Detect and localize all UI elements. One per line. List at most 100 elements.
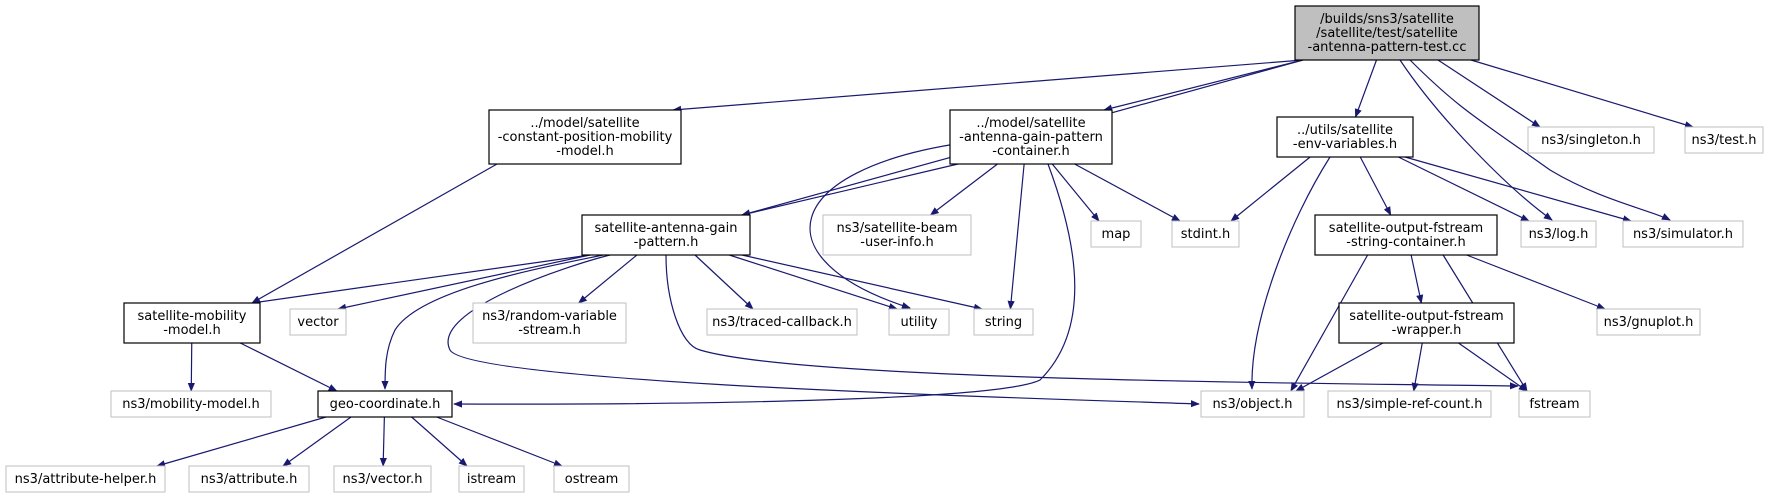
- node-mobility[interactable]: satellite-mobility-model.h: [123, 302, 261, 344]
- node-label: ns3/singleton.h: [1541, 133, 1641, 148]
- node-label: ns3/object.h: [1212, 397, 1292, 412]
- node-box: [581, 214, 751, 256]
- node-label: ns3/simulator.h: [1633, 227, 1733, 242]
- node-label: -string-container.h: [1346, 235, 1465, 250]
- node-fstreamcont[interactable]: satellite-output-fstream-string-containe…: [1314, 214, 1498, 256]
- edge-mobility-to-geocoord: [239, 342, 338, 392]
- node-label: -user-info.h: [860, 235, 933, 250]
- node-string: string: [973, 308, 1034, 336]
- node-label: ../utils/satellite: [1297, 123, 1393, 138]
- edge-root-to-test: [1470, 59, 1694, 129]
- edge-mobility-to-mobmodel: [187, 342, 195, 392]
- node-attribute: ns3/attribute.h: [188, 465, 310, 493]
- node-label: stdint.h: [1181, 227, 1230, 242]
- edge-gainpat-to-vector: [337, 254, 591, 311]
- node-box: [1314, 214, 1498, 256]
- node-gainpat[interactable]: satellite-antenna-gain-pattern.h: [581, 214, 751, 256]
- node-label: ns3/test.h: [1692, 133, 1757, 148]
- node-box: [1338, 302, 1515, 344]
- node-label: ns3/mobility-model.h: [122, 397, 259, 412]
- node-box: [822, 214, 972, 256]
- node-label: -pattern.h: [634, 235, 699, 250]
- node-box: [1622, 220, 1744, 248]
- node-label: ns3/attribute-helper.h: [15, 472, 157, 487]
- edge-fstreamcont-to-wrapper: [1410, 254, 1424, 304]
- node-box: [317, 390, 453, 418]
- edge-wrapper-to-object: [1295, 342, 1384, 392]
- node-label: -antenna-pattern-test.cc: [1308, 40, 1467, 55]
- node-label: -constant-position-mobility: [498, 130, 673, 145]
- node-box: [706, 308, 858, 336]
- node-object: ns3/object.h: [1200, 390, 1305, 418]
- node-box: [188, 465, 310, 493]
- node-box: [123, 302, 261, 344]
- node-label: ostream: [565, 472, 619, 487]
- edge-geocoord-to-attribute: [282, 416, 352, 467]
- node-map: map: [1090, 220, 1142, 248]
- node-label: geo-coordinate.h: [330, 397, 441, 412]
- node-box: [458, 465, 525, 493]
- node-label: ns3/log.h: [1529, 227, 1589, 242]
- node-box: [1090, 220, 1142, 248]
- node-gaincont[interactable]: ../model/satellite-antenna-gain-pattern-…: [949, 109, 1113, 165]
- node-utility: utility: [888, 308, 950, 336]
- edge-gainpat-to-object: [447, 254, 1200, 408]
- node-wrapper[interactable]: satellite-output-fstream-wrapper.h: [1338, 302, 1515, 344]
- node-envvars[interactable]: ../utils/satellite-env-variables.h: [1276, 116, 1414, 158]
- node-label: -model.h: [163, 323, 221, 338]
- node-gnuplot: ns3/gnuplot.h: [1596, 308, 1701, 336]
- node-randvar: ns3/random-variable-stream.h: [472, 302, 627, 344]
- node-attrhelper: ns3/attribute-helper.h: [5, 465, 166, 493]
- node-fstream: fstream: [1518, 390, 1591, 418]
- node-box: [333, 465, 432, 493]
- node-box: [1294, 5, 1480, 61]
- node-label: ns3/gnuplot.h: [1604, 315, 1694, 330]
- edge-wrapper-to-fstream: [1458, 342, 1528, 392]
- edge-root-to-simulator: [1409, 59, 1671, 221]
- edge-fstreamcont-to-gnuplot: [1466, 254, 1606, 310]
- node-geocoord[interactable]: geo-coordinate.h: [317, 390, 453, 418]
- node-tracedcb: ns3/traced-callback.h: [706, 308, 858, 336]
- node-box: [110, 390, 272, 418]
- node-stdint: stdint.h: [1171, 220, 1240, 248]
- edge-gaincont-to-gainpat: [741, 163, 959, 217]
- edge-envvars-to-log: [1398, 156, 1530, 222]
- node-box: [1327, 390, 1492, 418]
- edge-gainpat-to-utility: [729, 254, 898, 310]
- edge-geocoord-to-ostream: [436, 416, 563, 467]
- node-box: [1171, 220, 1240, 248]
- edge-gainpat-to-tracedcb: [694, 254, 754, 310]
- node-label: satellite-output-fstream: [1349, 309, 1503, 324]
- node-label: -stream.h: [518, 323, 581, 338]
- node-constpos[interactable]: ../model/satellite-constant-position-mob…: [488, 109, 682, 165]
- edge-gaincont-to-geocoord: [453, 163, 1076, 408]
- edge-geocoord-to-ns3vector: [379, 416, 387, 467]
- edge-gainpat-to-mobility: [251, 254, 591, 306]
- node-box: [973, 308, 1034, 336]
- node-label: string: [985, 315, 1022, 330]
- node-root[interactable]: /builds/sns3/satellite/satellite/test/sa…: [1294, 5, 1480, 61]
- edge-root-to-singleton: [1437, 59, 1541, 128]
- edge-gainpat-to-randvar: [577, 254, 638, 304]
- node-label: ns3/vector.h: [342, 472, 422, 487]
- node-label: -antenna-gain-pattern: [959, 130, 1103, 145]
- node-label: satellite-antenna-gain: [595, 221, 738, 236]
- edge-fstreamcont-to-object: [1290, 254, 1369, 392]
- node-box: [5, 465, 166, 493]
- node-beamuser: ns3/satellite-beam-user-info.h: [822, 214, 972, 256]
- node-box: [1276, 116, 1414, 158]
- edge-envvars-to-object: [1248, 156, 1331, 390]
- edge-envvars-to-fstreamcont: [1359, 156, 1392, 216]
- node-box: [1527, 126, 1655, 154]
- node-label: satellite-mobility: [138, 309, 247, 324]
- node-label: /builds/sns3/satellite: [1320, 12, 1454, 27]
- node-label: ns3/random-variable: [482, 309, 617, 324]
- node-singleton: ns3/singleton.h: [1527, 126, 1655, 154]
- node-layer: /builds/sns3/satellite/satellite/test/sa…: [5, 5, 1764, 493]
- edge-geocoord-to-attrhelper: [156, 416, 327, 468]
- node-box: [949, 109, 1113, 165]
- edge-gaincont-to-stdint: [1074, 163, 1181, 222]
- edge-gaincont-to-string: [1007, 163, 1025, 310]
- node-box: [553, 465, 630, 493]
